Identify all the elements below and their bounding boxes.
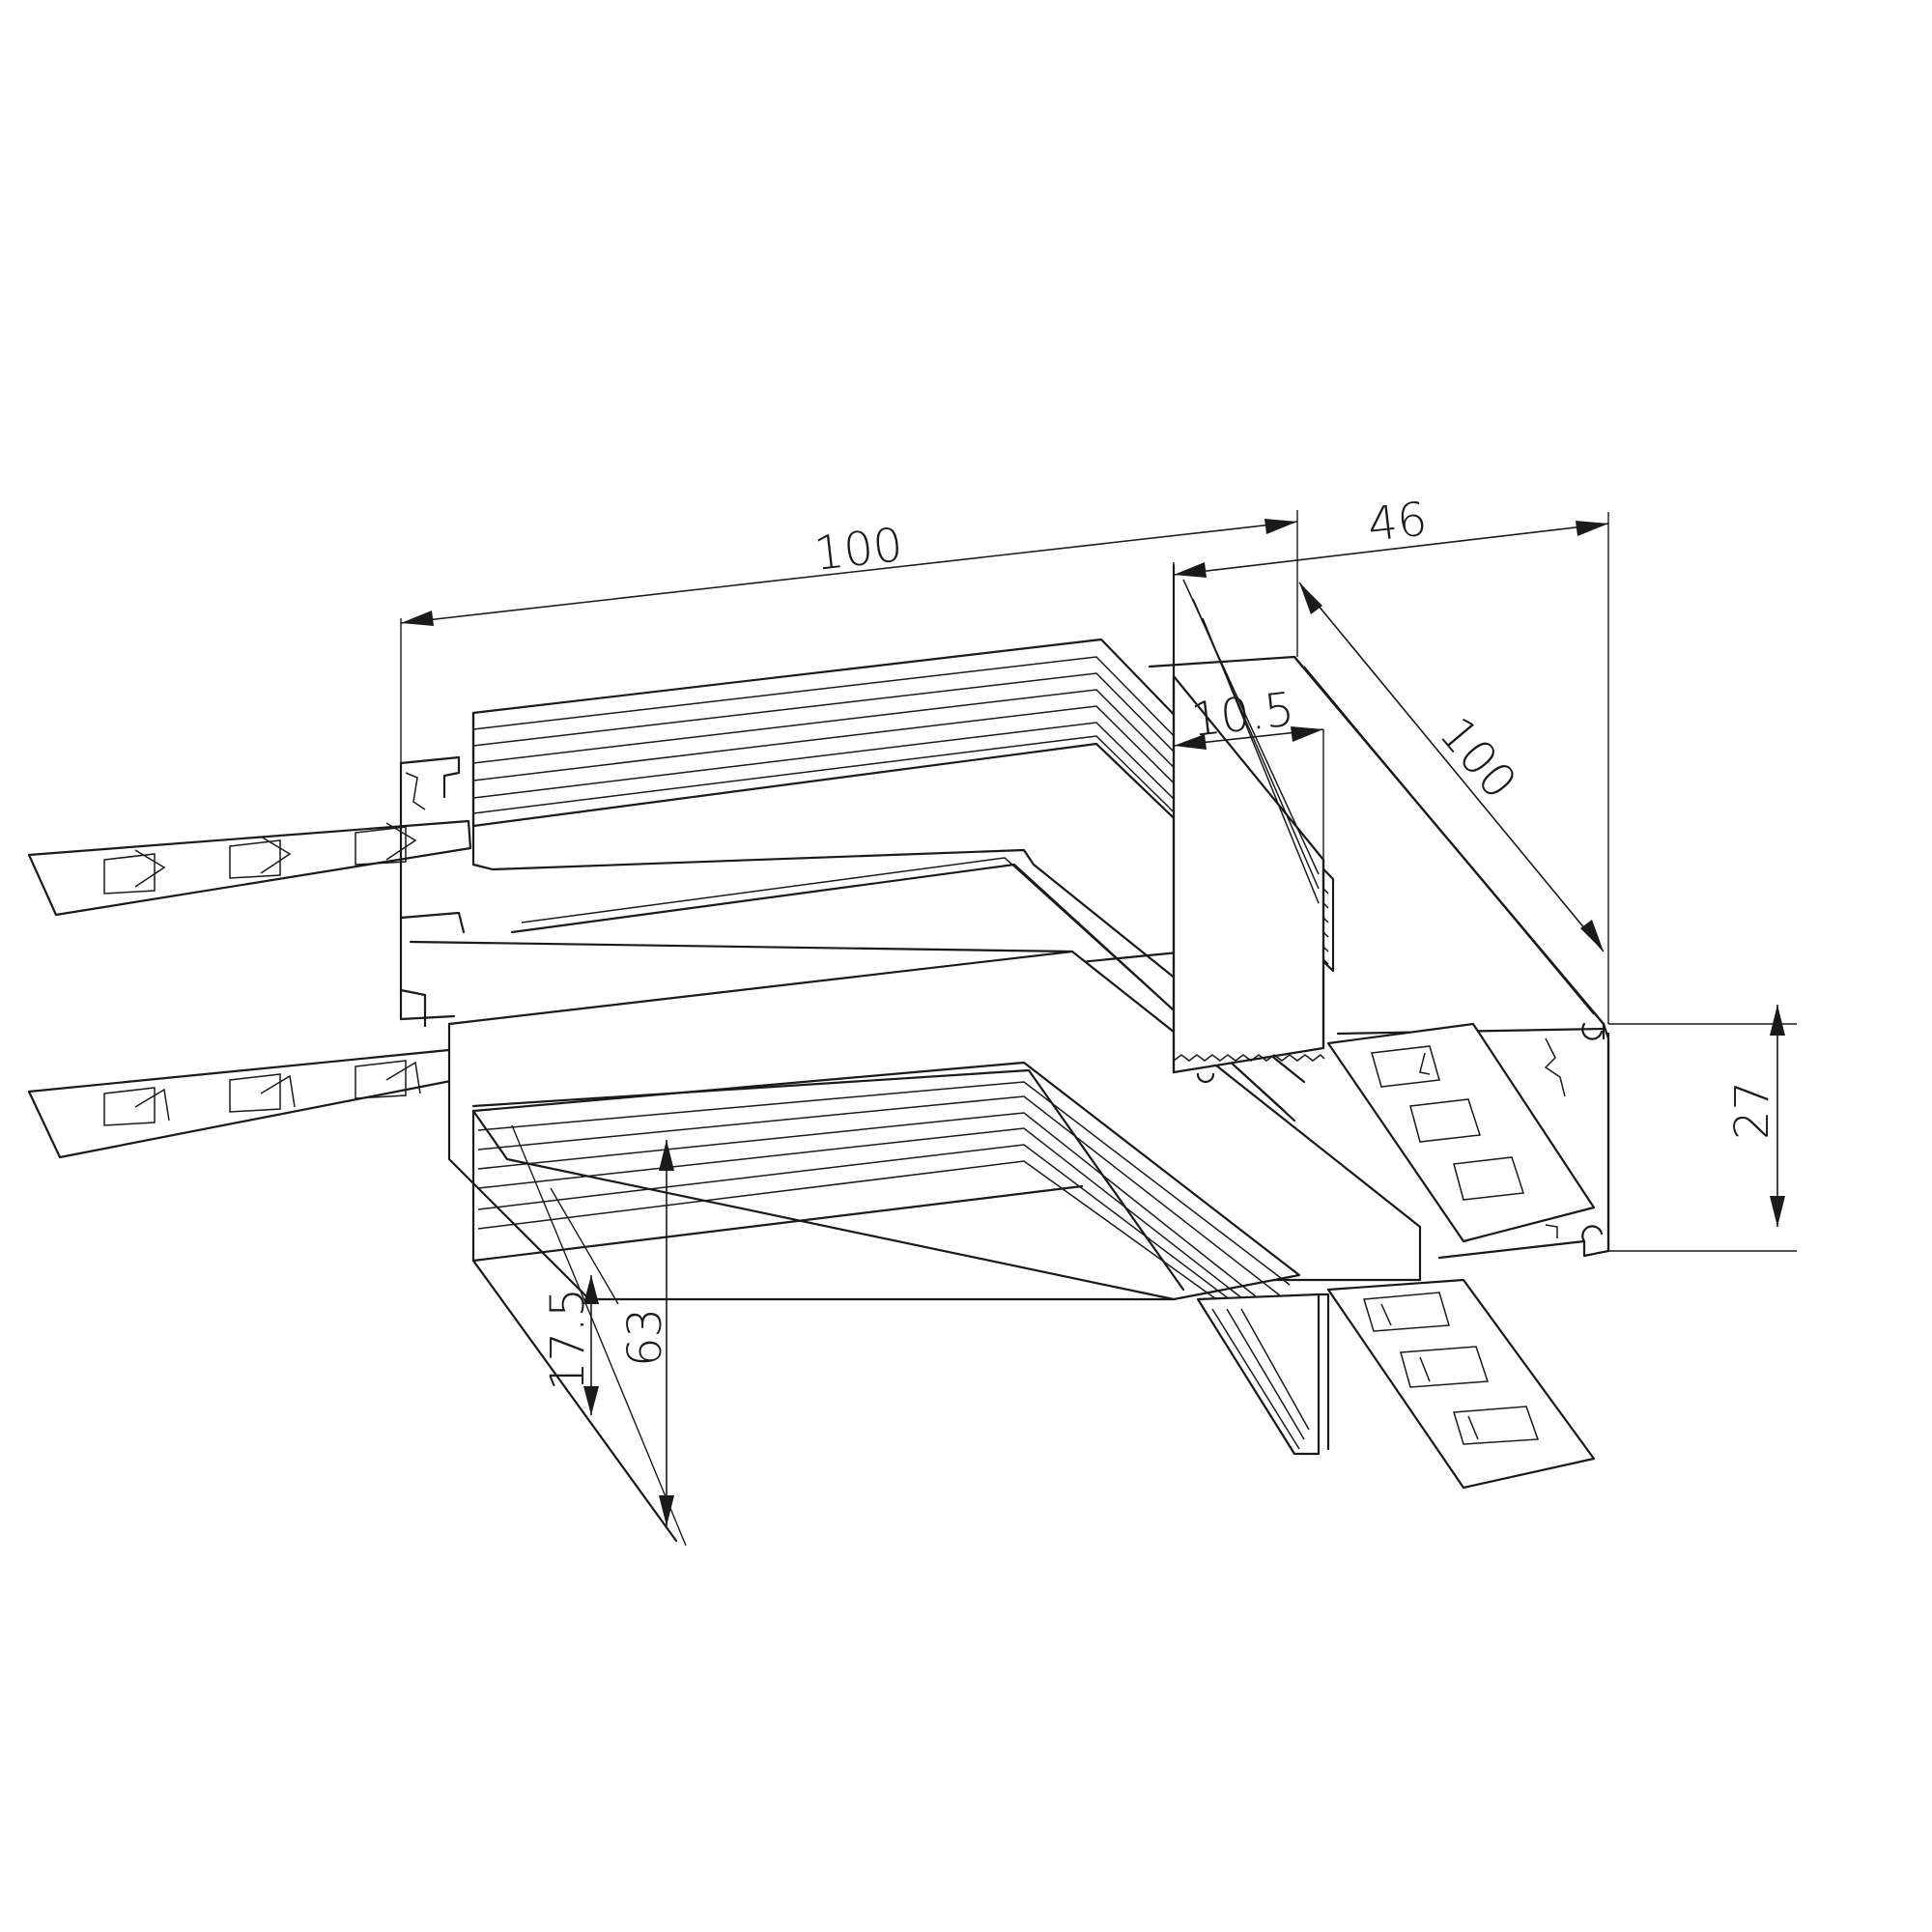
right-ribbed-tail [1196,1293,1330,1456]
right-lower-plate [1326,1278,1596,1490]
left-connector-plate-upper [27,819,472,917]
dim-slot-width: 10.5 [1188,682,1297,748]
right-inner-plate [1326,1022,1596,1243]
right-outer-wall [1148,655,1610,1260]
right-profile-end [1544,1022,1604,1243]
dimension-annotations [400,510,1797,1547]
dim-height: 27 [1725,1081,1779,1140]
dim-flange-depth: 17.5 [541,1288,595,1391]
left-end-profile [399,755,466,1028]
dim-length-top: 100 [811,518,905,582]
dim-overall-depth: 63 [618,1308,672,1367]
left-connector-plate-lower [27,1046,472,1159]
dim-width: 46 [1365,492,1430,553]
vertical-slot [1172,563,1325,1084]
dim-length-side: 100 [1429,707,1527,810]
